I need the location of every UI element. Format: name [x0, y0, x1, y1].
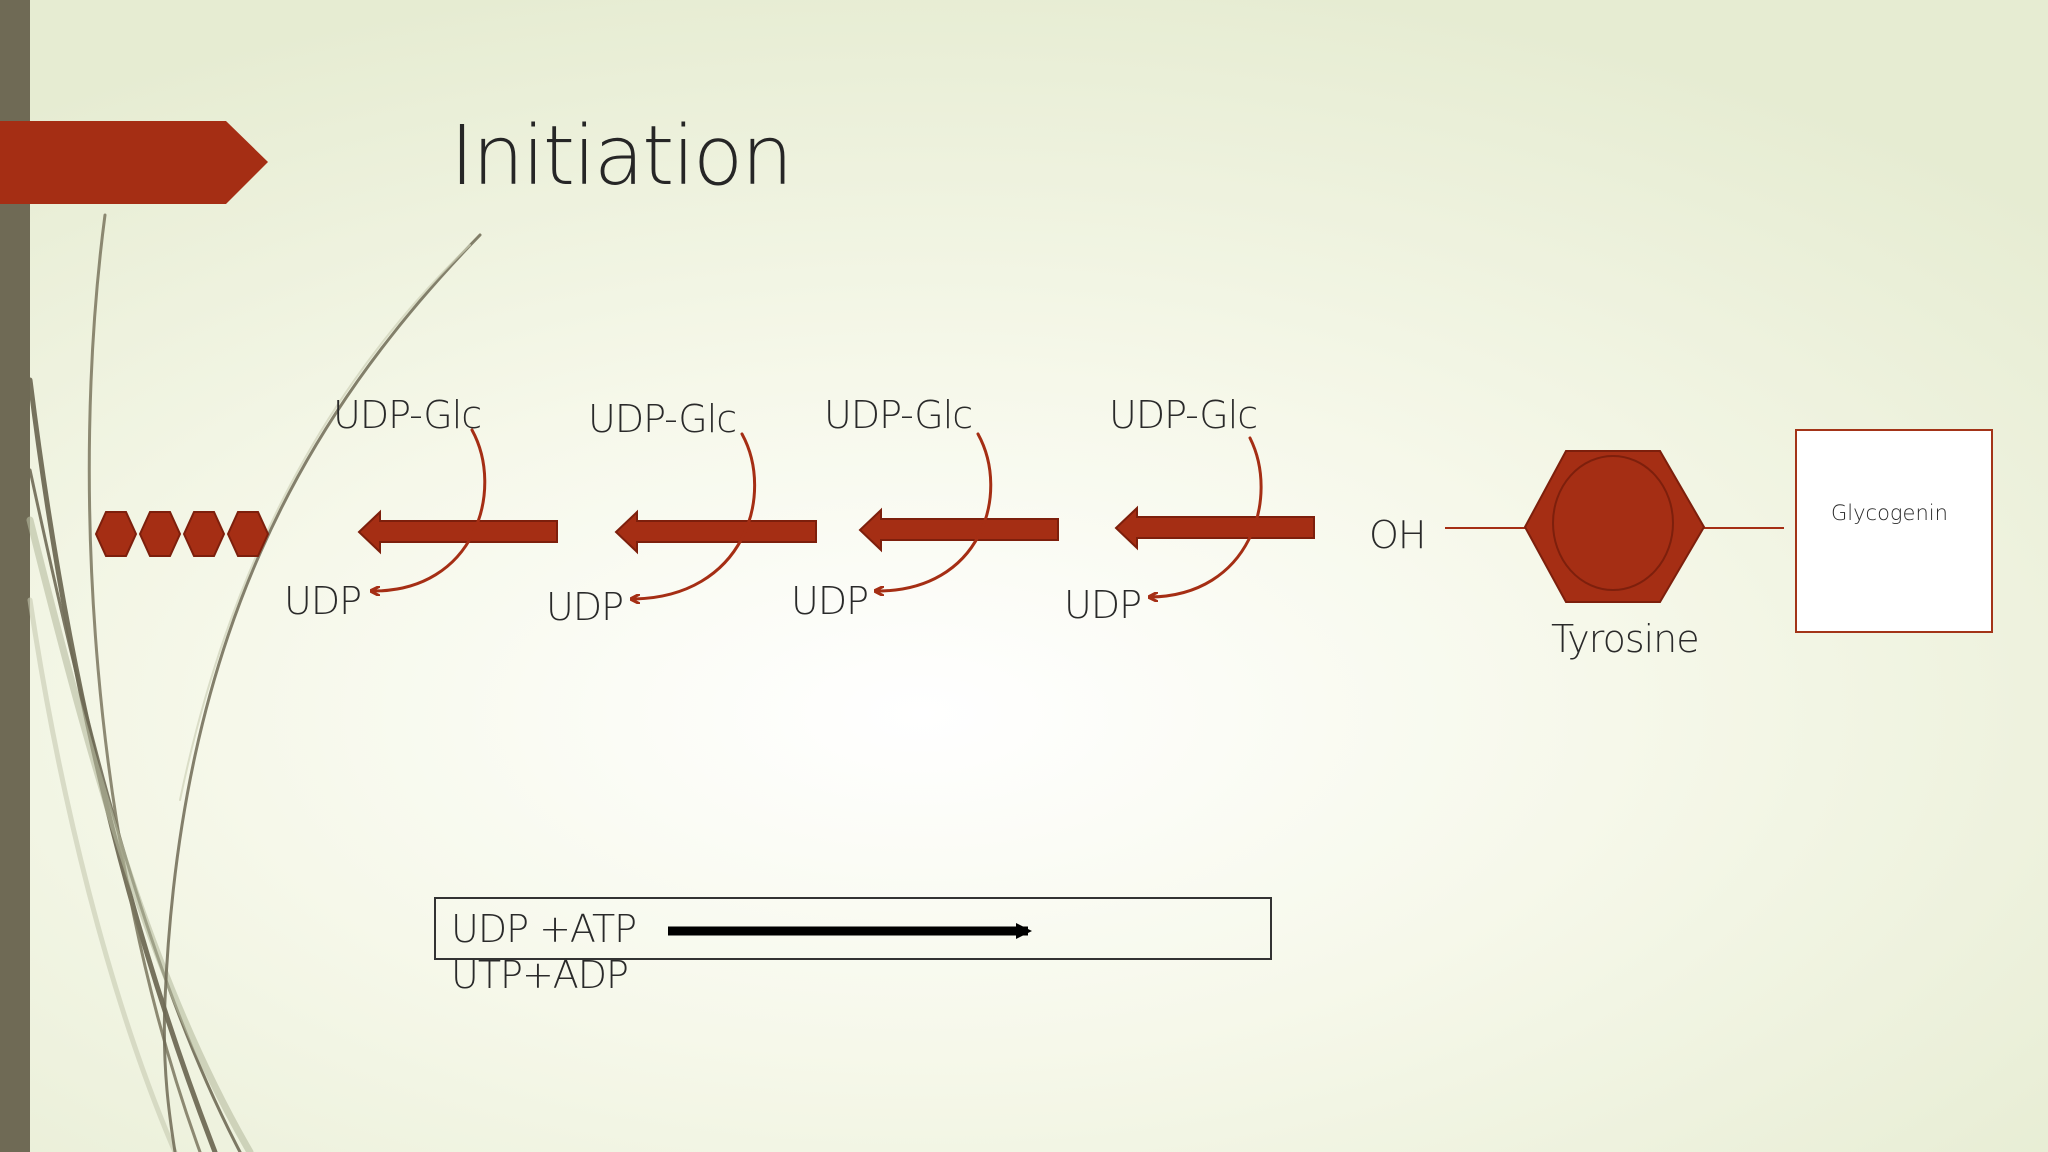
glucose-unit [94, 511, 138, 557]
title-ribbon [0, 121, 268, 204]
udp-glc-label: UDP-Glc [1109, 393, 1258, 437]
udp-label: UDP [791, 579, 869, 623]
udp-label: UDP [284, 579, 362, 623]
curved-arrow [1150, 436, 1263, 597]
hydroxyl-label: OH [1369, 513, 1426, 557]
curved-arrow [876, 432, 993, 591]
tyrosine-ring [1552, 455, 1674, 591]
elongation-arrow [1114, 505, 1315, 551]
tyrosine-label: Tyrosine [1551, 617, 1700, 661]
glycogenin-label: Glycogenin [1831, 501, 1948, 525]
equation-reactants: UDP +ATP [451, 907, 637, 951]
glucose-unit [182, 511, 226, 557]
udp-release-arrows [372, 428, 1263, 599]
elongation-arrow [357, 509, 558, 555]
udp-label: UDP [546, 585, 624, 629]
slide-title: Initiation [450, 109, 793, 204]
chain-elongation-arrows [357, 505, 1315, 555]
tyrosine-hexagon [1523, 450, 1706, 603]
decorative-curves [26, 213, 482, 1152]
elongation-arrow [614, 509, 817, 555]
elongation-arrow [858, 507, 1059, 553]
glucose-unit [226, 511, 270, 557]
glucose-unit [138, 511, 182, 557]
glycogenin-box: Glycogenin [1795, 429, 1993, 633]
equation-products: UTP+ADP [451, 953, 629, 997]
curved-arrow [372, 428, 487, 591]
tyrosine-residue [1523, 450, 1706, 603]
udp-glc-label: UDP-Glc [824, 393, 973, 437]
equation-box [434, 897, 1272, 960]
udp-label: UDP [1064, 583, 1142, 627]
glucose-unit-chain [94, 511, 270, 557]
curved-arrow [632, 432, 756, 599]
udp-glc-label: UDP-Glc [333, 393, 482, 437]
udp-glc-label: UDP-Glc [588, 397, 737, 441]
